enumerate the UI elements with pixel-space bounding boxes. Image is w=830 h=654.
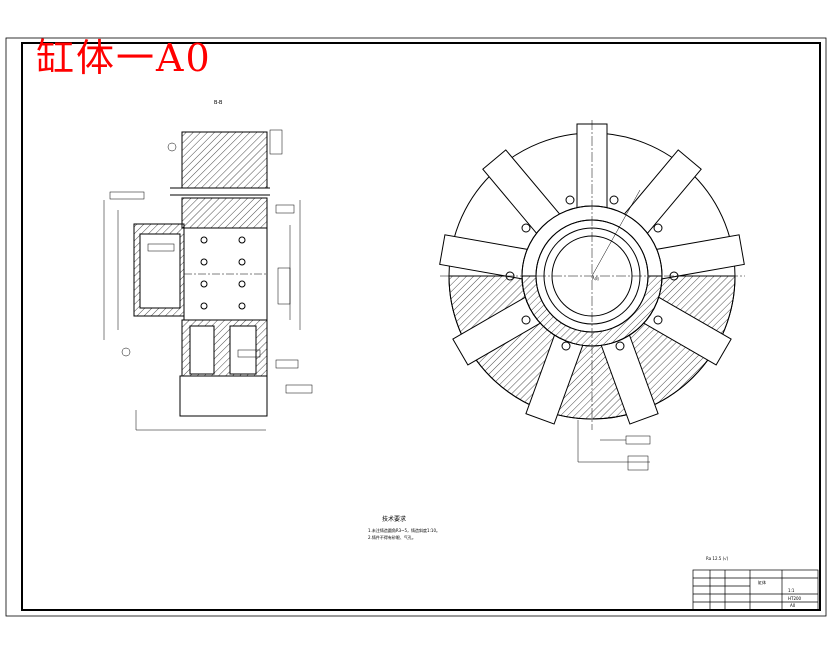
note-line-1: 1.未注铸造圆角R3~5，铸造斜度1:10。 — [368, 528, 441, 533]
outer-border — [5, 37, 827, 617]
notes-title: 技术要求 — [382, 516, 407, 523]
drawing-title: 缸体一A0 — [36, 36, 212, 80]
title-block — [692, 569, 819, 611]
title-block-part-name: 缸体 — [758, 580, 766, 585]
right-view — [439, 120, 745, 471]
right-view-label: A向 — [592, 275, 599, 281]
title-block-scale: 1:1 — [788, 588, 795, 593]
title-block-material: HT200 — [788, 596, 802, 601]
title-block-drawing-no: A0 — [790, 603, 796, 608]
section-view-left — [103, 129, 313, 431]
section-label: B-B — [214, 100, 223, 106]
note-line-2: 2.铸件不得有砂眼、气孔。 — [368, 535, 416, 540]
inner-border — [21, 42, 821, 611]
general-roughness: Ra 12.5 (√) — [706, 556, 729, 561]
